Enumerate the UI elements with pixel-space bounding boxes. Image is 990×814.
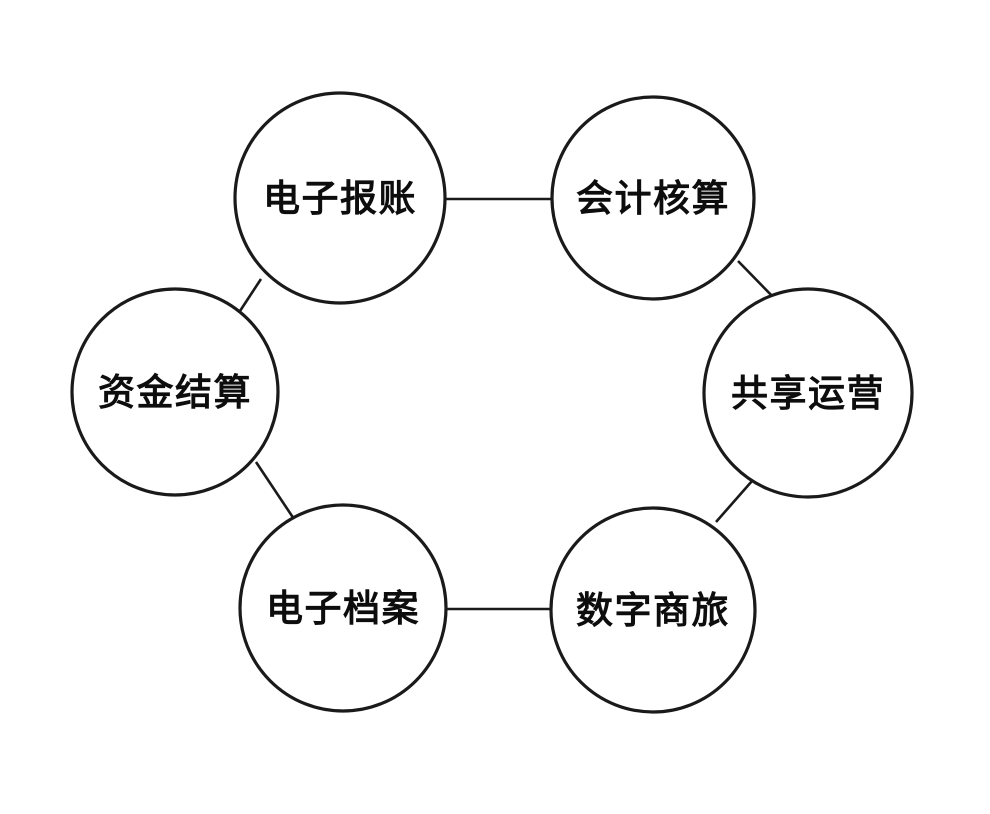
node-gongxiangyunying[interactable]: 共享运营 <box>702 287 914 499</box>
node-circle-shuzishanglv[interactable] <box>549 506 757 714</box>
node-label-zijinjiesuan: 资金结算 <box>98 370 252 414</box>
node-circle-kuaijihesuan[interactable] <box>550 95 756 301</box>
connector-zijinjiesuan-dianzibaozhang <box>238 278 263 312</box>
node-shuzishanglv[interactable]: 数字商旅 <box>549 506 757 714</box>
connector-gongxiangyunying-shuzishanglv <box>715 480 753 523</box>
node-circle-dianzidangan[interactable] <box>238 503 448 713</box>
node-circle-zijinjiesuan[interactable] <box>70 287 280 497</box>
node-label-dianzibaozhang: 电子报账 <box>263 176 417 220</box>
node-label-dianzidangan: 电子档案 <box>266 586 420 630</box>
node-label-shuzishanglv: 数字商旅 <box>576 588 730 632</box>
node-label-gongxiangyunying: 共享运营 <box>731 371 885 415</box>
node-layer: 电子报账 会计核算 共享运营 数字商旅 电子档案 资金结算 <box>70 91 914 714</box>
node-circle-gongxiangyunying[interactable] <box>702 287 914 499</box>
node-dianzidangan[interactable]: 电子档案 <box>238 503 448 713</box>
connector-layer <box>238 197 780 611</box>
node-circle-dianzibaozhang[interactable] <box>233 91 447 305</box>
node-zijinjiesuan[interactable]: 资金结算 <box>70 287 280 497</box>
node-label-kuaijihesuan: 会计核算 <box>576 176 730 220</box>
node-dianzibaozhang[interactable]: 电子报账 <box>233 91 447 305</box>
node-kuaijihesuan[interactable]: 会计核算 <box>550 95 756 301</box>
connector-dianzidangan-zijinjiesuan <box>254 461 296 520</box>
